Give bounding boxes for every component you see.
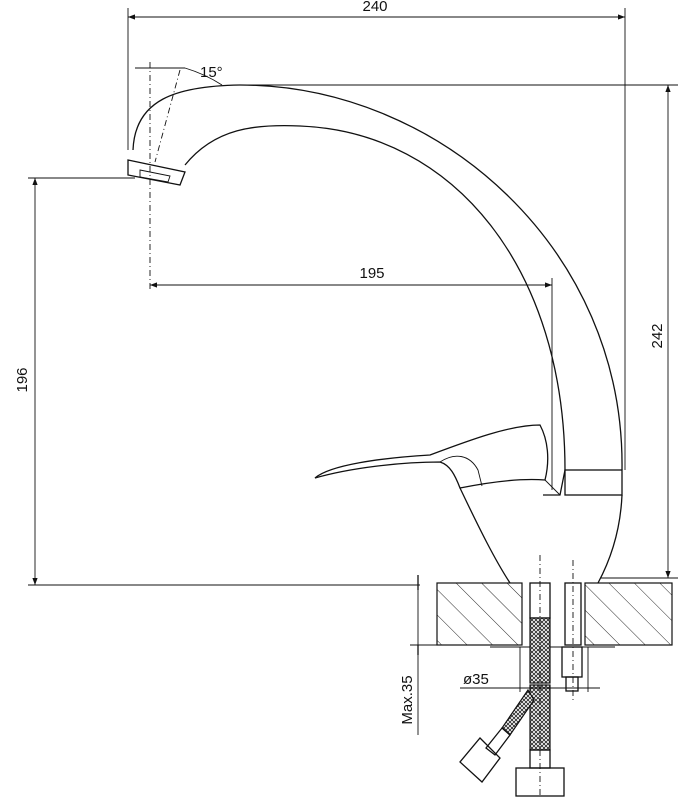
dimension-label-dia35: ø35 <box>463 671 489 688</box>
faucet-body <box>127 84 623 584</box>
dimension-label-242: 242 <box>649 323 666 348</box>
dimension-label-240: 240 <box>362 0 387 15</box>
dimension-spout-height: 196 <box>14 177 420 586</box>
mounting-stud <box>561 560 583 700</box>
countertop-section <box>436 582 673 648</box>
dimension-spout-reach: 195 <box>149 62 553 490</box>
supply-hoses <box>459 555 565 797</box>
dimension-max-thickness: Max.35 <box>399 575 437 735</box>
dimension-spout-angle: 15° <box>135 64 223 163</box>
dimension-hole-diameter: ø35 <box>460 647 600 692</box>
dimension-label-max35: Max.35 <box>399 675 416 724</box>
dimension-label-195: 195 <box>359 265 384 282</box>
dimension-label-196: 196 <box>14 367 31 392</box>
faucet-lever <box>314 424 561 496</box>
dimension-overall-height: 242 <box>240 84 678 579</box>
dimension-label-15deg: 15° <box>200 64 223 81</box>
